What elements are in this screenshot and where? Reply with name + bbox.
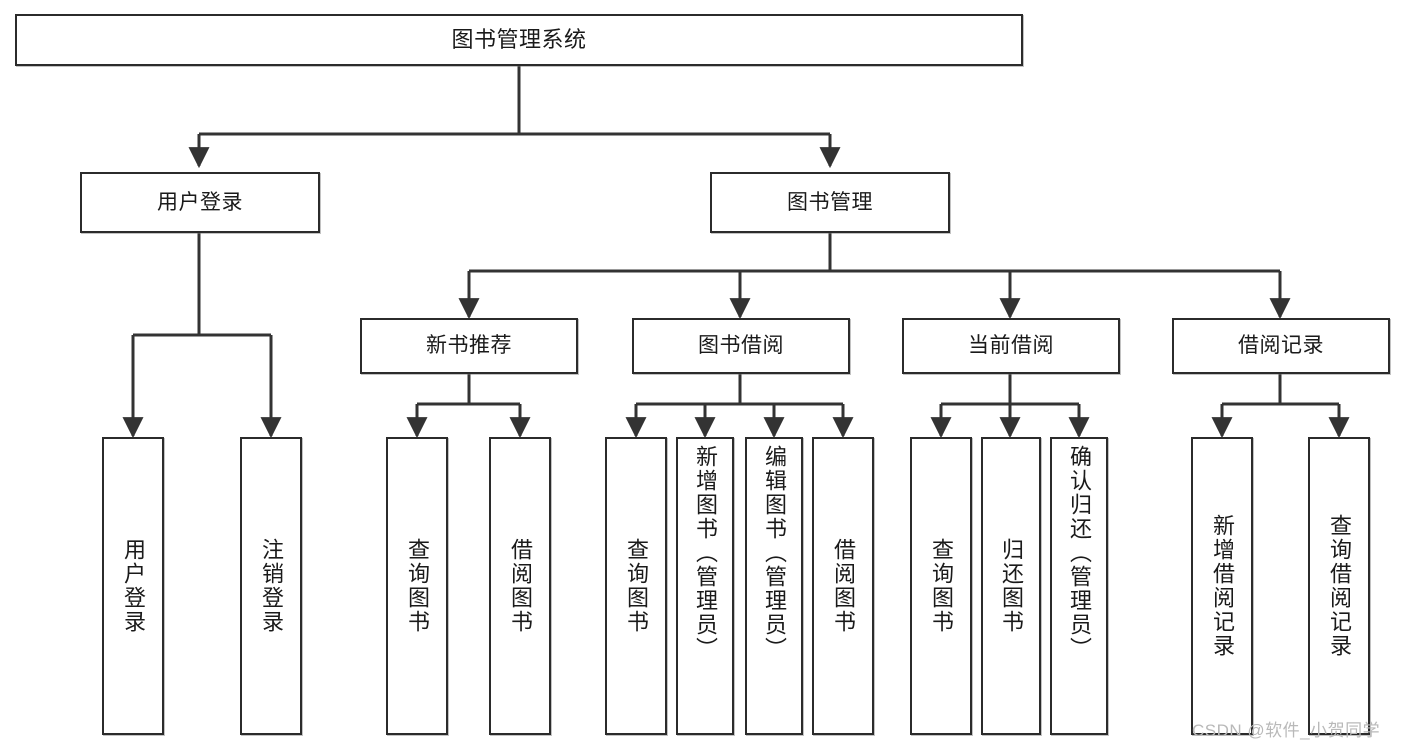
node-leaf-borrow-book-1-label: 借阅图书 — [507, 538, 533, 634]
node-new-book-rec-label: 新书推荐 — [426, 334, 512, 358]
node-leaf-query-book-3[interactable]: 查询图书 — [910, 437, 972, 735]
node-leaf-return-book-label: 归还图书 — [998, 538, 1024, 634]
node-borrow-record[interactable]: 借阅记录 — [1172, 318, 1390, 374]
node-root[interactable]: 图书管理系统 — [15, 14, 1023, 66]
watermark: CSDN @软件_小贺同学 — [1192, 721, 1381, 740]
node-leaf-query-book-2-label: 查询图书 — [623, 538, 649, 634]
node-leaf-query-book-1-label: 查询图书 — [404, 538, 430, 634]
node-borrow-record-label: 借阅记录 — [1238, 334, 1324, 358]
node-leaf-confirm-return[interactable]: 确认归还（管理员） — [1050, 437, 1108, 735]
node-leaf-confirm-return-label: 确认归还（管理员） — [1066, 445, 1092, 661]
node-leaf-query-book-1[interactable]: 查询图书 — [386, 437, 448, 735]
node-leaf-return-book[interactable]: 归还图书 — [981, 437, 1041, 735]
node-leaf-edit-book-label: 编辑图书（管理员） — [761, 445, 787, 661]
node-user-login-label: 用户登录 — [157, 190, 243, 214]
node-leaf-borrow-book-2[interactable]: 借阅图书 — [812, 437, 874, 735]
node-leaf-borrow-book-1[interactable]: 借阅图书 — [489, 437, 551, 735]
node-new-book-rec[interactable]: 新书推荐 — [360, 318, 578, 374]
node-leaf-edit-book[interactable]: 编辑图书（管理员） — [745, 437, 803, 735]
node-leaf-query-record[interactable]: 查询借阅记录 — [1308, 437, 1370, 735]
node-leaf-query-book-2[interactable]: 查询图书 — [605, 437, 667, 735]
node-leaf-user-login[interactable]: 用户登录 — [102, 437, 164, 735]
node-leaf-logout-label: 注销登录 — [258, 538, 284, 634]
node-leaf-add-book-label: 新增图书（管理员） — [692, 445, 718, 661]
node-root-label: 图书管理系统 — [451, 26, 587, 52]
node-current-borrow-label: 当前借阅 — [968, 334, 1054, 358]
node-leaf-borrow-book-2-label: 借阅图书 — [830, 538, 856, 634]
node-current-borrow[interactable]: 当前借阅 — [902, 318, 1120, 374]
node-book-manage[interactable]: 图书管理 — [710, 172, 950, 233]
node-book-borrow-label: 图书借阅 — [698, 334, 784, 358]
node-leaf-query-record-label: 查询借阅记录 — [1326, 514, 1352, 658]
node-leaf-add-record[interactable]: 新增借阅记录 — [1191, 437, 1253, 735]
node-user-login[interactable]: 用户登录 — [80, 172, 320, 233]
node-leaf-logout[interactable]: 注销登录 — [240, 437, 302, 735]
node-book-manage-label: 图书管理 — [787, 190, 873, 214]
node-leaf-add-record-label: 新增借阅记录 — [1209, 514, 1235, 658]
node-book-borrow[interactable]: 图书借阅 — [632, 318, 850, 374]
node-leaf-query-book-3-label: 查询图书 — [928, 538, 954, 634]
node-leaf-add-book[interactable]: 新增图书（管理员） — [676, 437, 734, 735]
node-leaf-user-login-label: 用户登录 — [120, 538, 146, 634]
